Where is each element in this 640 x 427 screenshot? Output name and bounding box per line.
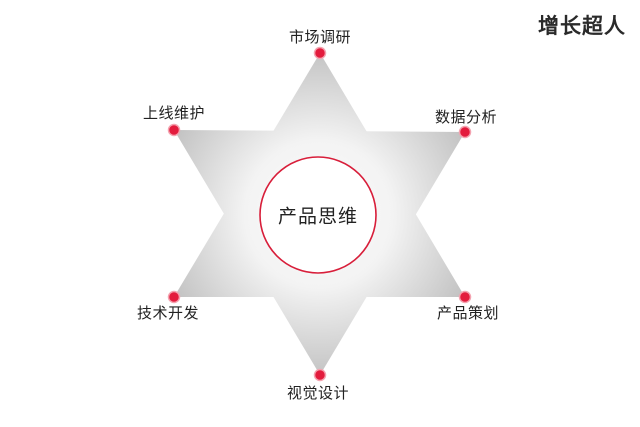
node-dots (167, 46, 472, 382)
brand-logo: 增长超人 (538, 14, 626, 38)
center-label: 产品思维 (277, 205, 359, 228)
node-label-bottom-left: 技术开发 (136, 304, 200, 322)
node-label-top-right: 数据分析 (434, 108, 498, 126)
node-label-bottom-right: 产品策划 (436, 304, 500, 322)
node-label-bottom: 视觉设计 (286, 384, 350, 402)
node-label-top-left: 上线维护 (142, 104, 206, 122)
node-label-top: 市场调研 (288, 28, 352, 46)
center-circle (259, 156, 377, 274)
